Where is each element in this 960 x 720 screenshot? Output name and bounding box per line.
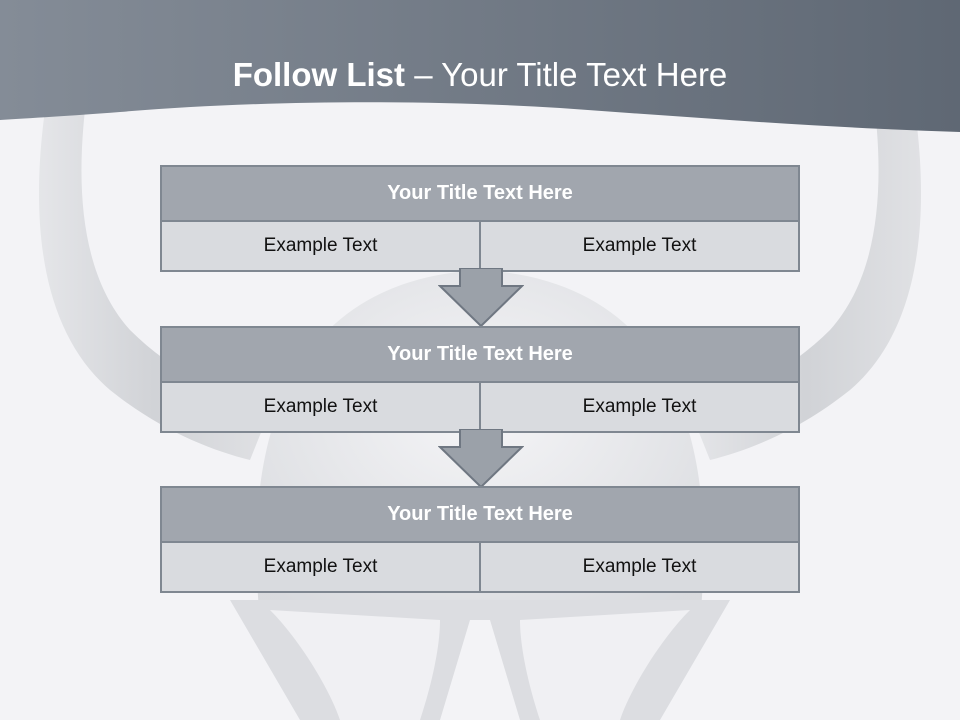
block-row: Example Text Example Text: [160, 543, 800, 593]
down-arrow-icon: [438, 429, 524, 489]
block-cell-right: Example Text: [481, 543, 800, 593]
header-band: [0, 0, 960, 132]
list-block-2: Your Title Text Here Example Text Exampl…: [160, 326, 800, 433]
block-title: Your Title Text Here: [160, 486, 800, 543]
block-cell-right: Example Text: [481, 383, 800, 433]
block-cell-right: Example Text: [481, 222, 800, 272]
down-arrow-icon: [438, 268, 524, 328]
title-sub: Your Title Text Here: [441, 56, 728, 93]
list-block-1: Your Title Text Here Example Text Exampl…: [160, 165, 800, 272]
block-cell-left: Example Text: [160, 383, 481, 433]
block-row: Example Text Example Text: [160, 383, 800, 433]
block-title: Your Title Text Here: [160, 326, 800, 383]
block-row: Example Text Example Text: [160, 222, 800, 272]
block-cell-left: Example Text: [160, 222, 481, 272]
list-block-3: Your Title Text Here Example Text Exampl…: [160, 486, 800, 593]
block-title: Your Title Text Here: [160, 165, 800, 222]
title-main: Follow List: [232, 56, 406, 93]
title-separator: –: [405, 56, 442, 93]
block-cell-left: Example Text: [160, 543, 481, 593]
slide-title: Follow List – Your Title Text Here: [0, 52, 960, 98]
